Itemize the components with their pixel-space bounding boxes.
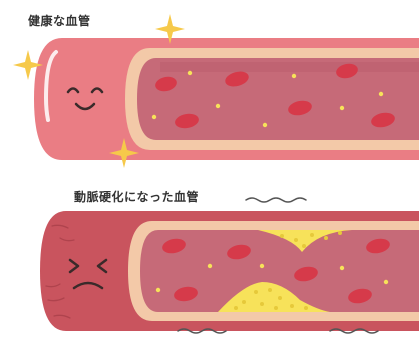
fat-particle [379,92,383,96]
fat-particle [384,280,388,284]
fat-particle [260,264,264,268]
fat-particle [340,106,344,110]
fat-particle [340,266,344,270]
fat-particle [208,264,212,268]
fat-particle [263,123,267,127]
fat-particle [292,74,296,78]
fat-particle [188,71,192,75]
fat-particle [156,288,160,292]
healthy-vessel [34,38,419,160]
fat-particle [216,104,220,108]
sclerotic-vessel [40,211,419,331]
healthy-lumen-shade [160,62,419,72]
fat-particle [152,115,156,119]
wavy-line-icon [246,198,306,202]
